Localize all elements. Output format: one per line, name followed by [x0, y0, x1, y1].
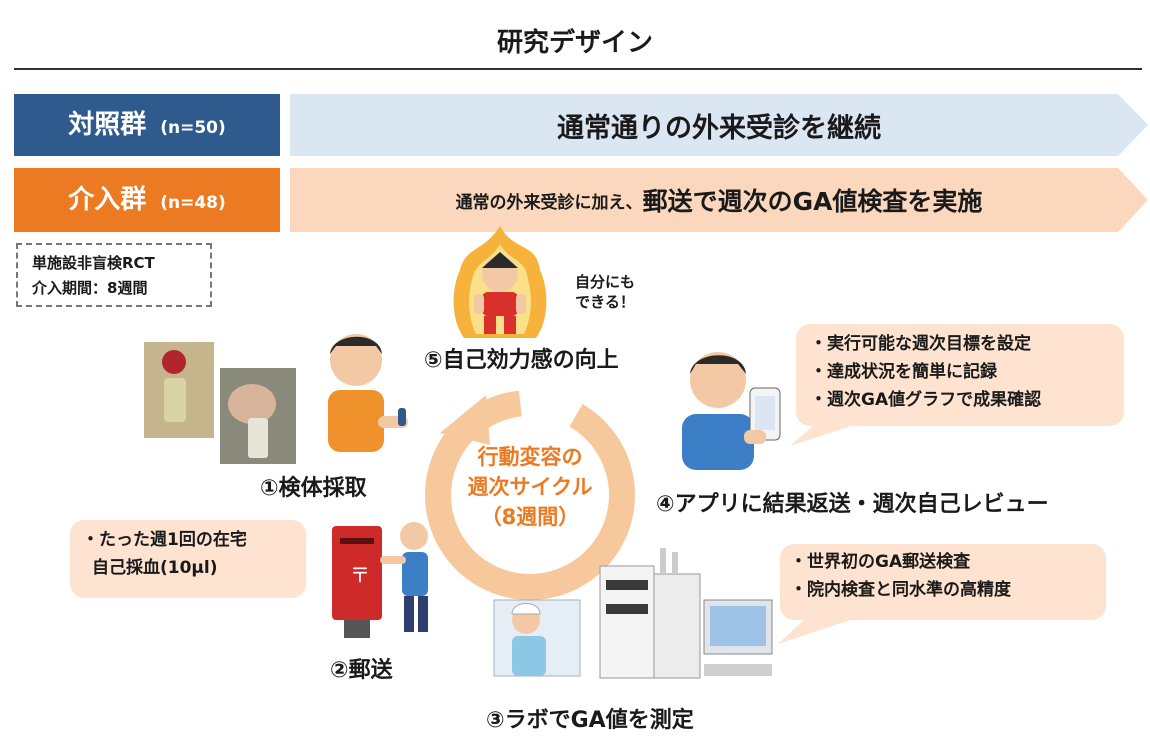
cycle-ring	[425, 390, 635, 600]
step3-label: ③ラボでGA値を測定	[486, 708, 694, 733]
step5-label: ⑤自己効力感の向上	[424, 348, 619, 373]
person-sampling-illustration	[328, 334, 408, 452]
blood-sample-photo	[144, 342, 296, 464]
cycle-label-line2: 週次サイクル	[467, 475, 593, 499]
control-group-label: 対照群 (n=50)	[14, 94, 280, 156]
lab-analyzer-illustration	[493, 548, 773, 679]
cycle-label-line3: （8週間）	[480, 505, 580, 529]
app-callout-line3: ・週次GA値グラフで成果確認	[810, 390, 1042, 410]
control-group-banner: 通常通りの外来受診を継続	[290, 94, 1148, 156]
lab-callout-shape	[778, 544, 1106, 644]
lab-callout: ・世界初のGA郵送検査 ・院内検査と同水準の高精度	[790, 548, 1090, 604]
study-design-text: 単施設非盲検RCT	[32, 254, 155, 272]
self-talk-bubble: 自分にも できる！	[562, 272, 648, 312]
app-callout-shape	[790, 324, 1124, 446]
control-group-name: 対照群	[68, 110, 147, 140]
app-callout: ・実行可能な週次目標を設定 ・達成状況を簡単に記録 ・週次GA値グラフで成果確認	[810, 330, 1120, 414]
cycle-label-line1: 行動変容の	[477, 445, 583, 469]
title-divider	[14, 68, 1142, 70]
svg-text:〒: 〒	[350, 563, 370, 587]
page-title: 研究デザイン	[496, 28, 653, 58]
lab-callout-line2: ・院内検査と同水準の高精度	[790, 580, 1011, 600]
self-talk-line2: できる！	[575, 293, 635, 311]
cycle-label: 行動変容の 週次サイクル （8週間）	[448, 442, 612, 532]
intervention-group-label: 介入群 (n=48)	[14, 168, 280, 232]
intervention-description-prefix: 通常の外来受診に加え、	[455, 192, 643, 213]
sampling-callout-line2: 自己採血(10μl)	[92, 558, 218, 578]
intervention-group-banner: 通常の外来受診に加え、 郵送で週次のGA値検査を実施	[290, 168, 1148, 232]
step1-label: ①検体採取	[260, 476, 367, 501]
study-info-box: 単施設非盲検RCT 介入期間：8週間	[16, 243, 212, 307]
intervention-group-n: (n=48)	[160, 193, 226, 213]
step2-label: ②郵送	[330, 658, 393, 683]
sampling-callout-line1: ・たった週1回の在宅	[82, 530, 247, 550]
lab-callout-line1: ・世界初のGA郵送検査	[790, 552, 971, 572]
fired-up-person-illustration	[453, 226, 547, 338]
control-group-description: 通常通りの外来受診を継続	[557, 112, 881, 144]
intervention-description-main: 郵送で週次のGA値検査を実施	[642, 187, 983, 216]
control-group-n: (n=50)	[160, 118, 226, 138]
intervention-group-name: 介入群	[68, 185, 147, 215]
step4-label: ④アプリに結果返送・週次自己レビュー	[656, 492, 1049, 517]
sampling-callout: ・たった週1回の在宅 自己採血(10μl)	[70, 520, 306, 598]
study-period-text: 介入期間：8週間	[32, 279, 148, 297]
self-talk-line1: 自分にも	[574, 273, 635, 291]
app-callout-line2: ・達成状況を簡単に記録	[810, 362, 997, 382]
app-callout-line1: ・実行可能な週次目標を設定	[810, 334, 1031, 354]
person-with-phone-illustration	[682, 352, 781, 470]
cycle-arrowhead	[440, 395, 490, 445]
mailbox-illustration: 〒	[332, 522, 428, 638]
